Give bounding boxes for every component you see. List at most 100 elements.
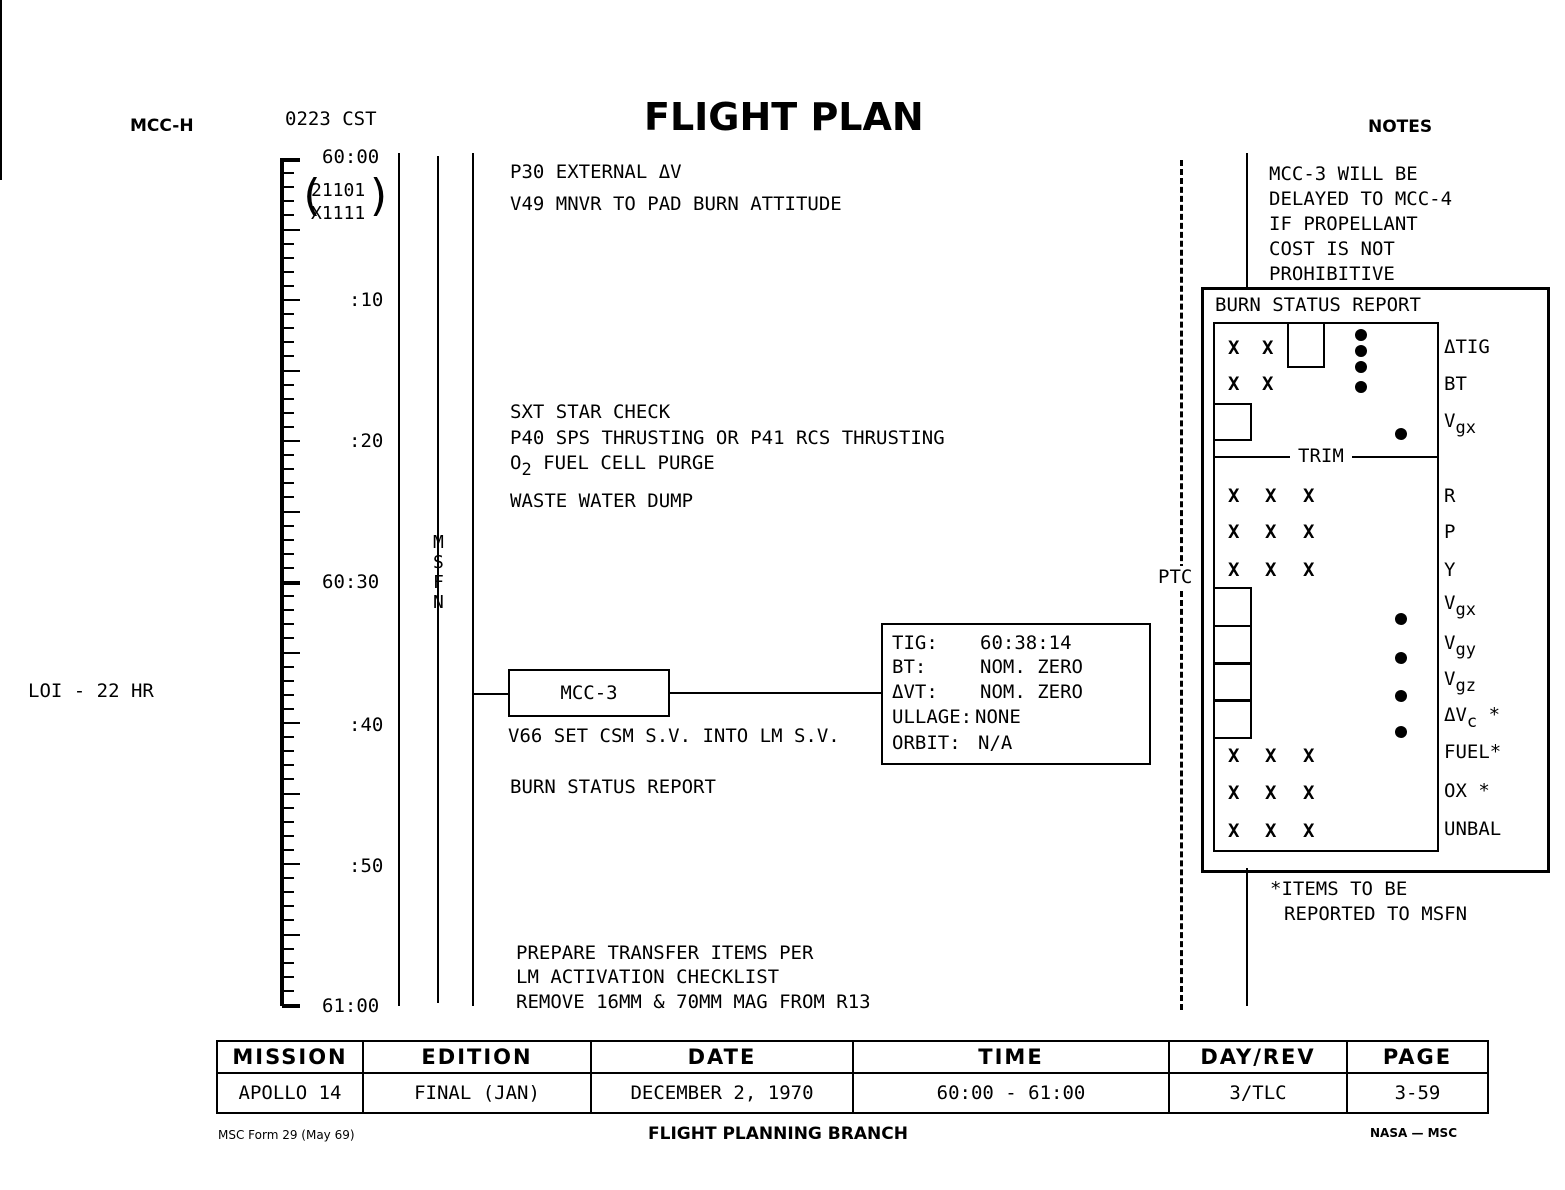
time-tick [282,270,294,273]
pad-value: NOM. ZERO [980,681,1083,703]
time-tick [282,158,300,162]
decimal-point [1395,690,1407,702]
time-tick [282,933,300,936]
time-tick [282,848,294,851]
center-label: MCC-H [130,116,194,136]
note-line: MCC-3 WILL BE [1269,163,1418,185]
paren-right: ) [366,170,393,221]
time-tick [282,863,300,865]
report-label: OX * [1444,780,1490,802]
note-line: DELAYED TO MCC-4 [1269,188,1453,210]
report-label: Y [1444,559,1456,581]
activity: WASTE WATER DUMP [510,490,694,512]
time-tick [282,947,294,950]
report-label: ΔVc * [1444,704,1501,732]
day-rev-value: 3/TLC [1168,1072,1348,1114]
decimal-point [1395,428,1407,440]
time-value: 60:00 - 61:00 [852,1072,1170,1114]
time-tick [282,313,294,316]
note-line: IF PROPELLANT [1269,213,1418,235]
pad-value: NOM. ZERO [980,656,1083,678]
time-tick [282,566,294,569]
time-tick [282,764,294,767]
time-tick [282,256,294,259]
time-tick [282,609,294,612]
time-tick [282,341,294,344]
time-tick [282,806,294,809]
activity: P30 EXTERNAL ΔV [510,161,682,183]
page-title: FLIGHT PLAN [644,95,924,139]
digit-placeholder: X [1228,559,1240,581]
trim-label: TRIM [1290,445,1352,467]
digit-placeholder: X [1262,337,1274,359]
time-tick [282,214,294,217]
report-label: BT [1444,373,1467,395]
time-tick [282,538,294,541]
time-tick [282,722,300,724]
time-tick [282,327,294,330]
date-value: DECEMBER 2, 1970 [590,1072,854,1114]
sign-box [1287,322,1325,368]
digit-placeholder: X [1228,337,1240,359]
digit-placeholder: X [1265,485,1277,507]
report-label: Vgy [1444,632,1476,660]
decimal-point [1355,381,1367,393]
digit-placeholder: X [1265,820,1277,842]
notes-divider [1246,868,1248,1006]
header-mission: MISSION [216,1040,364,1074]
note-line: COST IS NOT [1269,238,1395,260]
digit-placeholder: X [1303,782,1315,804]
time-tick [282,383,294,386]
sign-box [1213,662,1252,702]
header-edition: EDITION [362,1040,592,1074]
time-tick [282,468,294,471]
burn-pad-box [881,623,1151,765]
decimal-point [1395,652,1407,664]
edition-value: FINAL (JAN) [362,1072,592,1114]
time-tick [282,581,300,585]
time-tick [282,792,300,795]
pad-label: ULLAGE: [892,706,973,728]
time-label: 61:00 [322,995,380,1017]
time-tick [282,623,294,626]
time-tick [282,355,294,358]
activity: V66 SET CSM S.V. INTO LM S.V. [508,725,840,747]
burn-status-report [1201,287,1550,873]
digit-placeholder: X [1265,782,1277,804]
report-label: Vgz [1444,668,1476,696]
time-tick [282,778,294,781]
pad-value: 60:38:14 [980,632,1072,654]
time-tick [282,834,294,837]
digit-placeholder: X [1228,782,1240,804]
time-tick [282,369,300,372]
time-tick [282,482,294,485]
activity: V49 MNVR TO PAD BURN ATTITUDE [510,193,842,215]
pad-label: TIG: [892,632,938,654]
activity: BURN STATUS REPORT [510,776,716,798]
connector [472,693,510,695]
event-box: MCC-3 [508,669,670,717]
time-tick [282,961,294,964]
time-label: :50 [349,855,384,877]
digit-placeholder: X [1262,373,1274,395]
header-page: PAGE [1346,1040,1489,1074]
pad-value: NONE [975,706,1021,728]
digit-placeholder: X [1228,521,1240,543]
digit-placeholder: X [1228,820,1240,842]
time-tick [282,820,294,823]
msfn-coverage-line [437,156,439,1003]
page-value: 3-59 [1346,1072,1489,1114]
divider [398,153,400,1006]
time-tick [282,552,294,555]
report-label: P [1444,521,1456,543]
digit-placeholder: X [1228,745,1240,767]
decimal-point [1395,726,1407,738]
paren-left: ( [298,170,325,221]
agency-mark: NASA — MSC [1370,1126,1458,1140]
notes-heading: NOTES [1368,117,1433,137]
connector [668,692,882,694]
activity: SXT STAR CHECK [510,401,671,423]
report-label: FUEL* [1444,741,1502,763]
time-label: :20 [349,430,384,452]
